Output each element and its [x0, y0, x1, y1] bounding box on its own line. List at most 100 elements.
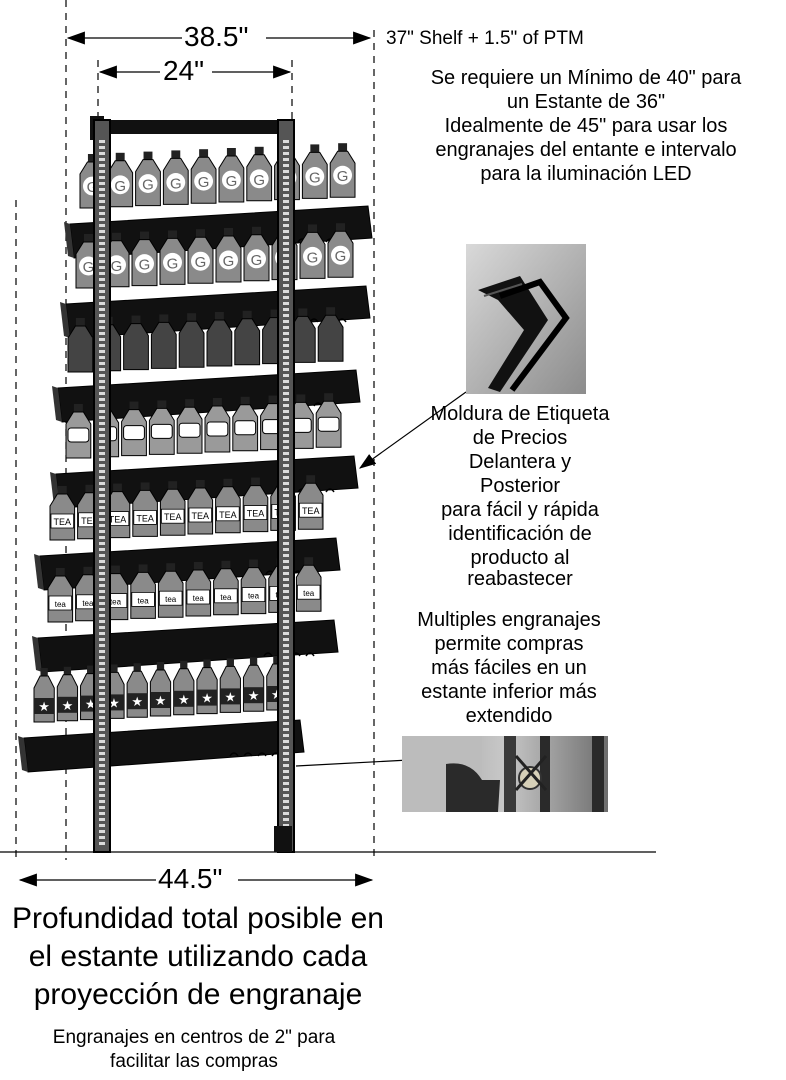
svg-text:tea: tea	[193, 594, 205, 603]
svg-text:TEA: TEA	[164, 512, 182, 522]
svg-text:G: G	[251, 252, 263, 269]
svg-text:★: ★	[178, 693, 190, 708]
svg-text:G: G	[335, 248, 347, 265]
bottle: G	[107, 152, 134, 208]
svg-text:TEA: TEA	[219, 510, 237, 520]
svg-text:★: ★	[224, 690, 236, 705]
bottle: G	[162, 150, 189, 205]
svg-text:G: G	[167, 255, 179, 272]
bottle	[234, 310, 261, 366]
bottle: TEA	[297, 475, 324, 530]
requirement-note: Se requiere un Mínimo de 40" para un Est…	[386, 66, 786, 186]
svg-text:TEA: TEA	[54, 517, 72, 527]
note-line: estante inferior más	[421, 681, 597, 703]
svg-text:G: G	[87, 179, 99, 196]
headline-line: proyección de engranaje	[33, 978, 363, 1011]
note-line: Posterior	[479, 475, 561, 497]
bottle: G	[218, 148, 245, 203]
bottle	[315, 393, 342, 448]
upright-front	[93, 119, 111, 853]
bottle: ★	[149, 662, 172, 717]
bottle: tea	[47, 568, 74, 623]
upright-slots	[99, 140, 289, 845]
bottle: ★	[219, 658, 241, 713]
svg-text:★: ★	[155, 694, 167, 709]
note-line: permite compras	[434, 633, 584, 655]
bottle: ★	[173, 660, 195, 716]
svg-text:tea: tea	[220, 593, 232, 602]
bottle: TEA	[215, 478, 241, 534]
bottle: ★	[126, 663, 148, 718]
svg-text:★: ★	[85, 698, 97, 713]
dimension-outer-label: 38.5"	[184, 21, 249, 52]
note-line: Delantera y	[468, 451, 572, 473]
svg-text:★: ★	[38, 700, 50, 715]
footnote-line: facilitar las compras	[110, 1051, 278, 1072]
svg-text:TEA: TEA	[247, 509, 265, 519]
bottle: tea	[295, 557, 322, 612]
svg-text:G: G	[111, 258, 123, 275]
note-line: un Estante de 36"	[506, 91, 666, 113]
bottle	[123, 315, 149, 371]
note-line: Se requiere un Mínimo de 40" para	[430, 67, 742, 89]
svg-text:★: ★	[201, 692, 213, 707]
gears-note: Multiples engranajes permite compras más…	[394, 608, 624, 728]
bottle	[65, 404, 92, 459]
bottle	[317, 307, 344, 362]
svg-text:G: G	[226, 173, 238, 190]
svg-text:tea: tea	[110, 598, 122, 607]
note-line: de Precios	[472, 427, 568, 449]
bottle: G	[301, 144, 328, 199]
svg-text:TEA: TEA	[81, 516, 99, 526]
headline-line: el estante utilizando cada	[28, 940, 368, 973]
bottle: G	[187, 229, 214, 284]
bottle: G	[190, 149, 217, 204]
svg-text:TEA: TEA	[136, 513, 154, 523]
bottle: G	[131, 231, 158, 287]
svg-text:tea: tea	[303, 589, 315, 598]
bottle: TEA	[132, 482, 158, 537]
svg-text:tea: tea	[138, 596, 150, 605]
bottle: G	[243, 226, 270, 282]
bottle: tea	[157, 563, 184, 618]
bottle	[121, 401, 147, 457]
note-line: para la iluminación LED	[480, 163, 692, 185]
note-line: Idealmente de 45" para usar los	[444, 115, 728, 137]
note-line: para fácil y rápida	[441, 499, 599, 521]
note-line: Moldura de Etiqueta	[430, 403, 610, 425]
footnote-line: Engranajes en centros de 2" para	[52, 1027, 336, 1048]
note-line: engranajes del entante e intervalo	[435, 139, 737, 161]
bottle	[206, 312, 233, 367]
bottle: TEA	[159, 481, 186, 536]
svg-text:tea: tea	[248, 592, 260, 601]
svg-text:G: G	[142, 177, 154, 194]
bottle	[176, 399, 203, 454]
bottle: TEA	[49, 486, 76, 541]
bottle: tea	[185, 562, 212, 617]
bottle: tea	[130, 564, 156, 619]
svg-text:G: G	[253, 172, 265, 189]
svg-text:★: ★	[248, 689, 260, 704]
dimension-total-label: 44.5"	[158, 863, 223, 894]
bottle: TEA	[187, 480, 214, 535]
bottle: TEA	[242, 477, 269, 533]
svg-text:G: G	[198, 174, 210, 191]
bottle: ★	[242, 657, 265, 712]
bottle: G	[329, 143, 356, 198]
svg-text:★: ★	[131, 695, 143, 710]
svg-text:TEA: TEA	[192, 511, 210, 521]
shelf: ★★★★★★★★★★★	[18, 656, 305, 773]
bottle	[204, 398, 231, 453]
pointer-line-molding	[359, 391, 467, 469]
gears-photo	[402, 736, 608, 812]
dimension-inner-label: 24"	[163, 55, 205, 86]
bottle: G	[215, 228, 242, 283]
svg-text:G: G	[114, 178, 126, 195]
bottle: TEA	[104, 483, 131, 539]
bottle: ★	[196, 659, 218, 715]
bottle: G	[327, 223, 354, 278]
note-line: producto al	[470, 547, 570, 569]
bottle	[148, 400, 175, 455]
bottle: tea	[213, 560, 239, 616]
